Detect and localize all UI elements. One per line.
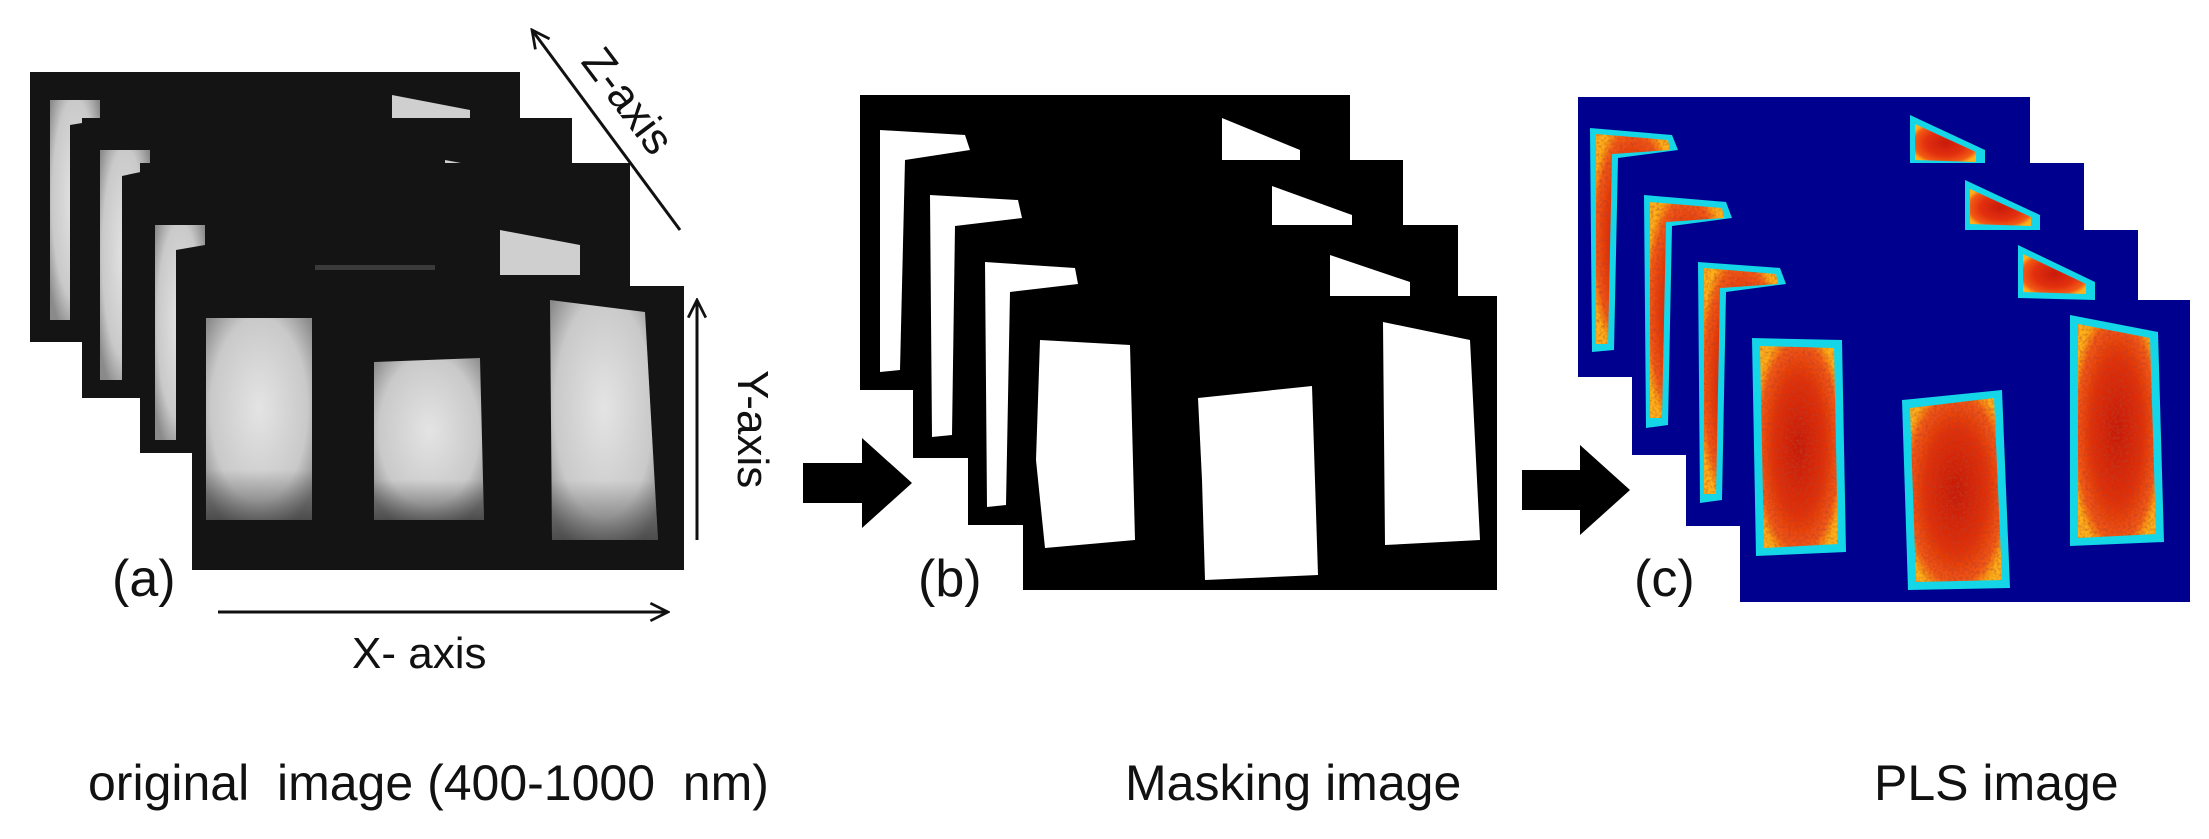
z-axis-arrow-icon [532, 30, 682, 231]
flow-arrow-icon [1522, 445, 1630, 535]
pls-layer-front [1740, 300, 2190, 602]
caption-pls-image: PLS image [1874, 755, 2119, 811]
mask-layer-front [1023, 296, 1497, 590]
panel-a-letter: (a) [112, 550, 176, 608]
caption-original-image: original image (400-1000 nm) [88, 755, 769, 811]
mask-sample-right [1383, 322, 1480, 545]
x-axis-label: X- axis [352, 629, 486, 678]
sample-left [206, 318, 312, 520]
sample-right [550, 300, 658, 540]
mask-sample-left [1036, 340, 1135, 548]
panel-b-letter: (b) [918, 550, 982, 608]
flow-arrow-icon [803, 438, 912, 528]
panel-b-masking-stack: (b) [860, 95, 1497, 608]
pls-sample-middle [1902, 390, 2010, 590]
z-axis-label: Z-axis [572, 39, 683, 164]
original-layer-front [192, 286, 684, 570]
panel-c-letter: (c) [1634, 550, 1695, 608]
pls-sample-left [1752, 338, 1846, 556]
panel-a-original-stack: Z-axis Y-axis X- axis (a) [30, 30, 777, 678]
panel-c-pls-stack: (c) [1578, 97, 2190, 608]
caption-masking-image: Masking image [1125, 755, 1461, 811]
mask-sample-middle [1198, 386, 1318, 580]
y-axis-label: Y-axis [728, 370, 777, 488]
sample-middle [374, 358, 484, 520]
pls-sample-right [2070, 315, 2164, 546]
